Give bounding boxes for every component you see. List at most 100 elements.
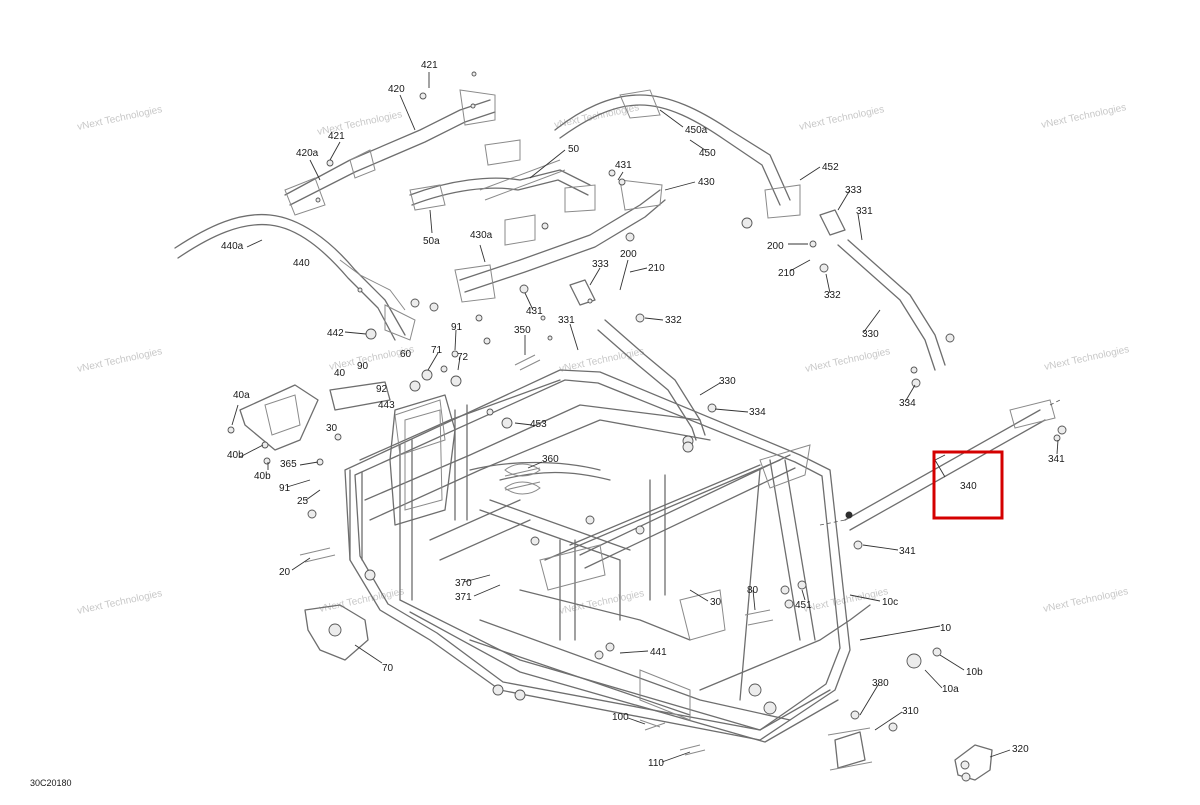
front-tube-10 [699, 604, 871, 691]
callout-333[interactable]: 333 [592, 259, 609, 270]
callout-110[interactable]: 110 [648, 758, 664, 769]
callout-210[interactable]: 210 [648, 263, 665, 274]
bracket-70 [304, 604, 369, 661]
callout-334[interactable]: 334 [749, 407, 766, 418]
callout-421[interactable]: 421 [328, 131, 345, 142]
callout-40b[interactable]: 40b [227, 450, 244, 461]
callout-layer: 421 420 421 420a 440a 440 442 40a 40 40b… [221, 60, 1065, 769]
bracket-20 [299, 547, 336, 563]
bracket-40a [239, 384, 319, 451]
callout-332[interactable]: 332 [665, 315, 682, 326]
callout-380[interactable]: 380 [872, 678, 889, 689]
callout-40[interactable]: 40 [334, 368, 346, 379]
watermark: vNext Technologies [1042, 586, 1129, 615]
callout-340[interactable]: 340 [960, 481, 977, 492]
callout-320[interactable]: 320 [1012, 744, 1029, 755]
main-frame [344, 369, 851, 743]
watermark: vNext Technologies [76, 104, 163, 133]
callout-431[interactable]: 431 [526, 306, 543, 317]
callout-310[interactable]: 310 [902, 706, 919, 717]
callout-430a[interactable]: 430a [470, 230, 493, 241]
callout-441[interactable]: 441 [650, 647, 667, 658]
callout-453[interactable]: 453 [530, 419, 547, 430]
callout-71[interactable]: 71 [431, 345, 443, 356]
callout-431[interactable]: 431 [615, 160, 632, 171]
rear-cage-tube-440 [174, 213, 416, 341]
callout-420[interactable]: 420 [388, 84, 405, 95]
watermark-layer: vNext Technologies vNext Technologies vN… [76, 102, 1130, 617]
bracket-80 [744, 609, 774, 626]
callout-331[interactable]: 331 [856, 206, 873, 217]
plate-360 [504, 467, 541, 491]
callout-421[interactable]: 421 [421, 60, 438, 71]
hardware [227, 71, 1067, 782]
callout-80[interactable]: 80 [747, 585, 759, 596]
callout-333[interactable]: 333 [845, 185, 862, 196]
watermark: vNext Technologies [1040, 102, 1127, 131]
watermark: vNext Technologies [76, 346, 163, 375]
callout-72[interactable]: 72 [457, 352, 469, 363]
watermark: vNext Technologies [804, 346, 891, 375]
callout-50a[interactable]: 50a [423, 236, 440, 247]
callout-100[interactable]: 100 [612, 712, 629, 723]
callout-451[interactable]: 451 [795, 600, 812, 611]
callout-20[interactable]: 20 [279, 567, 291, 578]
callout-210[interactable]: 210 [778, 268, 795, 279]
callout-365[interactable]: 365 [280, 459, 297, 470]
callout-330[interactable]: 330 [719, 376, 736, 387]
bracket-320 [954, 744, 993, 781]
side-bar-340 [819, 399, 1061, 531]
callout-370[interactable]: 370 [455, 578, 472, 589]
callout-360[interactable]: 360 [542, 454, 559, 465]
callout-40a[interactable]: 40a [233, 390, 250, 401]
callout-200[interactable]: 200 [620, 249, 637, 260]
callout-25[interactable]: 25 [297, 496, 309, 507]
center-crossbar-430 [454, 179, 666, 303]
callout-341[interactable]: 341 [1048, 454, 1065, 465]
callout-30[interactable]: 30 [326, 423, 338, 434]
callout-350[interactable]: 350 [514, 325, 531, 336]
rear-crossbar-420 [284, 89, 496, 216]
watermark: vNext Technologies [798, 104, 885, 133]
part-333-right [819, 209, 846, 236]
callout-442[interactable]: 442 [327, 328, 344, 339]
callout-330[interactable]: 330 [862, 329, 879, 340]
callout-430[interactable]: 430 [698, 177, 715, 188]
callout-91[interactable]: 91 [451, 322, 463, 333]
callout-30[interactable]: 30 [710, 597, 722, 608]
callout-10b[interactable]: 10b [966, 667, 983, 678]
callout-341[interactable]: 341 [899, 546, 916, 557]
callout-420a[interactable]: 420a [296, 148, 319, 159]
callout-332[interactable]: 332 [824, 290, 841, 301]
callout-440[interactable]: 440 [293, 258, 310, 269]
callout-440a[interactable]: 440a [221, 241, 244, 252]
front-cage-tube-450 [554, 89, 801, 219]
roof-bar-50 [409, 139, 596, 246]
callout-334[interactable]: 334 [899, 398, 916, 409]
callout-92[interactable]: 92 [376, 384, 388, 395]
callout-50[interactable]: 50 [568, 144, 580, 155]
callout-40b[interactable]: 40b [254, 471, 271, 482]
a-pillar-tube-330-left [597, 319, 706, 441]
callout-90[interactable]: 90 [357, 361, 369, 372]
callout-91[interactable]: 91 [279, 483, 291, 494]
callout-443[interactable]: 443 [378, 400, 395, 411]
callout-10c[interactable]: 10c [882, 597, 898, 608]
diagram-reference-code: 30C20180 [30, 778, 72, 788]
highlight-box [932, 450, 1004, 520]
callout-450a[interactable]: 450a [685, 125, 708, 136]
callout-70[interactable]: 70 [382, 663, 394, 674]
bracket-310 [827, 727, 873, 771]
callout-60[interactable]: 60 [400, 349, 412, 360]
bracket-40 [329, 381, 391, 411]
callout-200[interactable]: 200 [767, 241, 784, 252]
callout-452[interactable]: 452 [822, 162, 839, 173]
callout-10a[interactable]: 10a [942, 684, 959, 695]
callout-331[interactable]: 331 [558, 315, 575, 326]
watermark: vNext Technologies [318, 586, 405, 615]
callout-371[interactable]: 371 [455, 592, 472, 603]
callout-10[interactable]: 10 [940, 623, 952, 634]
callout-450[interactable]: 450 [699, 148, 716, 159]
watermark: vNext Technologies [76, 588, 163, 617]
